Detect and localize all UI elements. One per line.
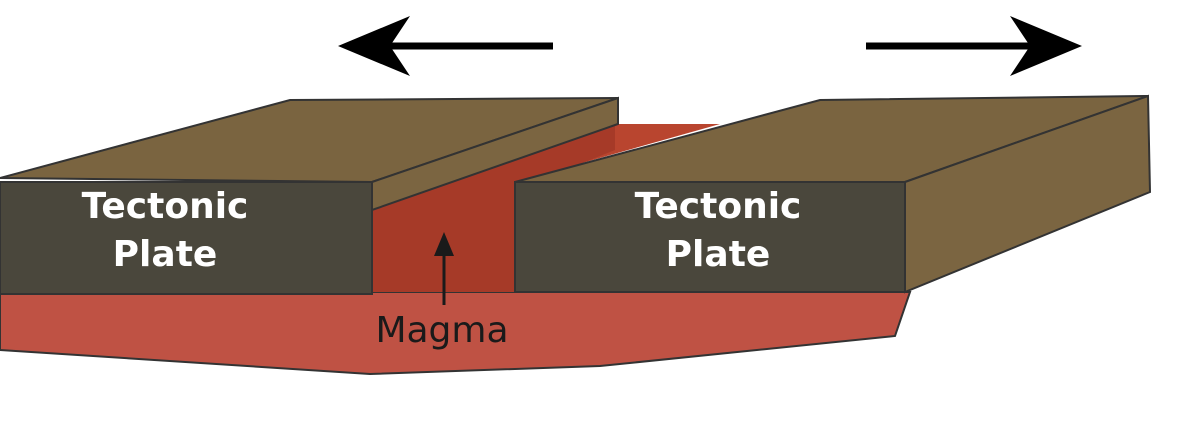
magma-layer — [0, 124, 912, 376]
arrow-left-icon — [338, 16, 553, 76]
right-tectonic-plate: Tectonic Plate — [514, 94, 1152, 294]
left-tectonic-plate: Tectonic Plate — [0, 96, 619, 295]
magma-base — [0, 291, 912, 376]
left-plate-front — [0, 181, 373, 295]
left-plate-label-line2: Plate — [113, 234, 218, 275]
arrow-right-icon — [866, 16, 1082, 76]
right-plate-label-line2: Plate — [666, 234, 771, 275]
magma-label: Magma — [375, 310, 508, 351]
magma-annotation: Magma — [375, 232, 509, 351]
left-plate-label-line1: Tectonic — [82, 186, 249, 227]
right-plate-label-line1: Tectonic — [635, 186, 802, 227]
right-plate-front — [514, 181, 906, 293]
magma-pointer-arrowhead-icon — [434, 232, 454, 256]
magma-gap — [372, 124, 615, 292]
